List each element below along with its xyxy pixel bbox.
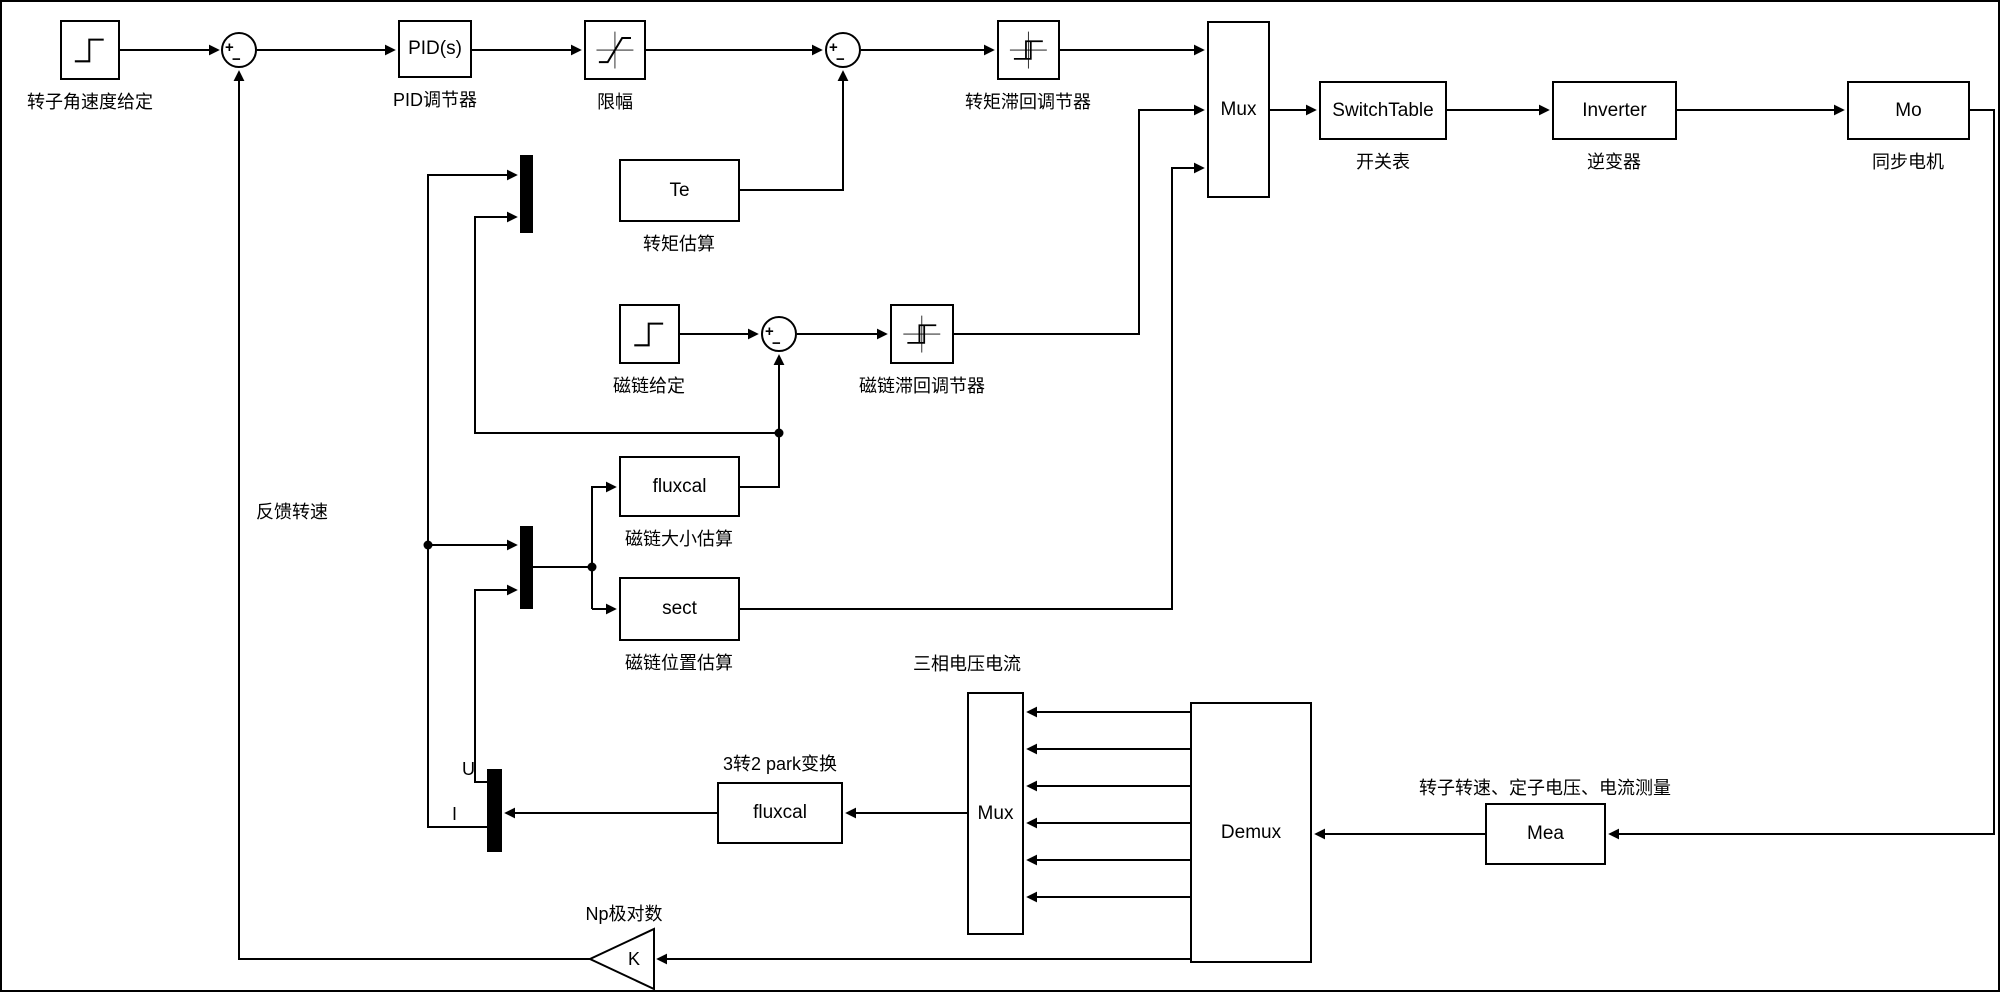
motor-block[interactable]: Mo: [1847, 81, 1970, 140]
torque-estimator-label: 转矩估算: [643, 234, 715, 254]
switch-table-label: 开关表: [1356, 152, 1410, 172]
flux-sum-junction[interactable]: [761, 316, 797, 352]
port-i-label: I: [452, 804, 458, 824]
port-u-label: U: [462, 759, 475, 779]
measurement-mux-block[interactable]: Mux: [967, 692, 1024, 935]
measurement-mux-text: Mux: [977, 802, 1014, 824]
saturation-block[interactable]: [584, 20, 646, 80]
feedback-speed-label: 反馈转速: [256, 502, 328, 522]
speed-sum-junction[interactable]: [221, 32, 257, 68]
pid-block[interactable]: PID(s): [398, 20, 472, 78]
switch-table-block[interactable]: SwitchTable: [1319, 81, 1447, 140]
pid-block-text: PID(s): [408, 38, 462, 59]
relay-icon: [903, 315, 941, 353]
control-mux-text: Mux: [1220, 98, 1257, 120]
speed-sum-plus-sign: +: [225, 39, 234, 56]
pid-label: PID调节器: [392, 90, 478, 110]
flux-sum-minus-sign: −: [772, 335, 781, 352]
torque-relay-block[interactable]: [997, 20, 1060, 80]
inverter-label: 逆变器: [1587, 152, 1641, 172]
relay-icon: [1010, 31, 1047, 69]
torque-relay-label: 转矩滞回调节器: [965, 92, 1091, 112]
te-input-mux-bar[interactable]: [520, 155, 533, 233]
saturation-icon: [596, 31, 634, 69]
flux-sector-label: 磁链位置估算: [625, 653, 733, 673]
speed-reference-step-block[interactable]: [60, 20, 120, 80]
step-icon: [634, 322, 664, 347]
fluxcal-input-mux-bar[interactable]: [520, 526, 533, 609]
park-transform-block[interactable]: fluxcal: [717, 782, 843, 844]
torque-sum-plus-sign: +: [829, 39, 838, 56]
flux-reference-step-block[interactable]: [619, 304, 680, 364]
flux-sector-text: sect: [662, 598, 697, 619]
demux-block[interactable]: Demux: [1190, 702, 1312, 963]
motor-text: Mo: [1895, 99, 1922, 121]
torque-sum-junction[interactable]: [825, 32, 861, 68]
motor-label: 同步电机: [1872, 152, 1944, 172]
flux-sum-plus-sign: +: [765, 323, 774, 340]
flux-sector-block[interactable]: sect: [619, 577, 740, 641]
torque-sum-minus-sign: −: [836, 51, 845, 68]
measurement-block[interactable]: Mea: [1485, 803, 1606, 865]
three-phase-label: 三相电压电流: [913, 654, 1021, 674]
ui-demux-bar[interactable]: [487, 769, 502, 852]
flux-magnitude-label: 磁链大小估算: [625, 529, 733, 549]
flux-relay-label: 磁链滞回调节器: [859, 376, 985, 396]
flux-relay-block[interactable]: [890, 304, 954, 364]
measurement-label: 转子转速、定子电压、电流测量: [1419, 778, 1671, 798]
speed-sum-minus-sign: −: [232, 51, 241, 68]
wire-junction-dots: [423, 428, 784, 572]
flux-reference-label: 磁链给定: [613, 376, 685, 396]
switch-table-text: SwitchTable: [1332, 99, 1434, 121]
gain-label: Np极对数: [585, 904, 663, 924]
park-transform-label: 3转2 park变换: [722, 754, 838, 774]
saturation-label: 限幅: [597, 92, 633, 112]
speed-reference-label: 转子角速度给定: [27, 92, 153, 112]
gain-k-text: K: [627, 949, 640, 969]
control-mux-block[interactable]: Mux: [1207, 21, 1270, 198]
flux-magnitude-block[interactable]: fluxcal: [619, 456, 740, 517]
measurement-text: Mea: [1527, 823, 1564, 844]
torque-estimator-text: Te: [669, 179, 690, 201]
gain-block[interactable]: [587, 927, 655, 990]
inverter-block[interactable]: Inverter: [1552, 81, 1677, 140]
flux-magnitude-text: fluxcal: [652, 475, 707, 497]
torque-estimator-block[interactable]: Te: [619, 159, 740, 222]
step-icon: [74, 38, 104, 63]
park-transform-text: fluxcal: [753, 802, 807, 823]
demux-text: Demux: [1220, 821, 1282, 843]
inverter-text: Inverter: [1582, 99, 1647, 121]
